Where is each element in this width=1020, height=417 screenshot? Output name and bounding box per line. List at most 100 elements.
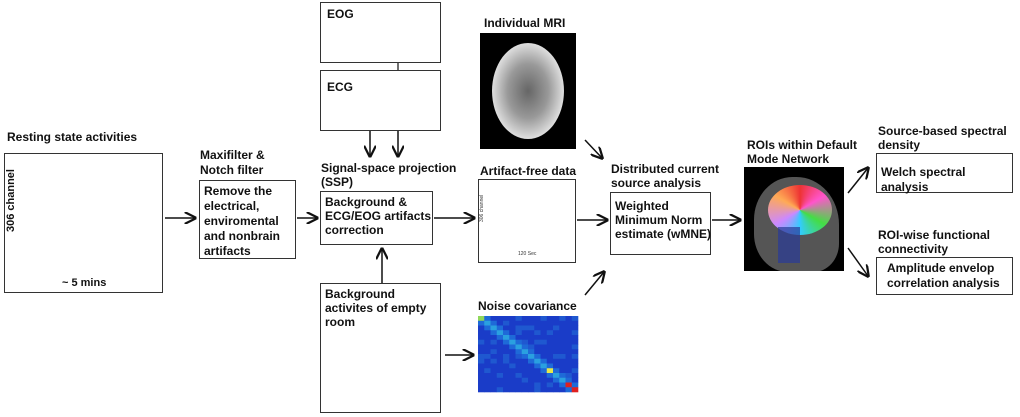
matrix-cell [478, 383, 485, 388]
matrix-cell [491, 359, 498, 364]
matrix-cell [572, 316, 579, 321]
matrix-cell [516, 364, 523, 369]
matrix-cell [572, 354, 579, 359]
matrix-cell [497, 354, 504, 359]
matrix-cell [509, 368, 516, 373]
matrix-cell [491, 383, 498, 388]
matrix-cell [516, 387, 523, 392]
matrix-cell [509, 316, 516, 321]
empty-room-title: Background activites of empty room [325, 287, 441, 329]
matrix-cell [516, 378, 523, 383]
matrix-cell [559, 373, 566, 378]
matrix-cell [522, 383, 529, 388]
matrix-cell [553, 340, 560, 345]
matrix-cell [534, 321, 541, 326]
matrix-cell [522, 373, 529, 378]
matrix-cell [484, 359, 491, 364]
artifact-free-xlabel: 120 Sec [518, 251, 536, 257]
matrix-cell [522, 387, 529, 392]
matrix-cell [509, 349, 516, 354]
matrix-cell [547, 359, 554, 364]
matrix-cell [497, 373, 504, 378]
matrix-cell [572, 359, 579, 364]
matrix-cell [516, 335, 523, 340]
matrix-cell [484, 349, 491, 354]
matrix-cell [491, 326, 498, 331]
matrix-cell [491, 364, 498, 369]
noise-title: Noise covariance [478, 299, 577, 314]
matrix-cell [516, 373, 523, 378]
matrix-cell [497, 359, 504, 364]
ssp-title: Signal-space projection (SSP) [321, 161, 476, 189]
matrix-cell [572, 326, 579, 331]
ecg-title: ECG [327, 80, 353, 95]
matrix-cell [516, 383, 523, 388]
matrix-cell [522, 340, 529, 345]
matrix-cell [484, 345, 491, 350]
matrix-cell [541, 383, 548, 388]
matrix-cell [553, 373, 560, 378]
matrix-cell [547, 349, 554, 354]
matrix-cell [566, 383, 573, 388]
matrix-cell [541, 368, 548, 373]
matrix-cell [516, 354, 523, 359]
matrix-cell [572, 330, 579, 335]
matrix-cell [534, 373, 541, 378]
matrix-cell [566, 321, 573, 326]
matrix-cell [566, 359, 573, 364]
matrix-cell [534, 354, 541, 359]
matrix-cell [522, 378, 529, 383]
matrix-cell [528, 330, 535, 335]
matrix-cell [522, 368, 529, 373]
matrix-cell [566, 373, 573, 378]
matrix-cell [478, 368, 485, 373]
matrix-cell [509, 359, 516, 364]
matrix-cell [572, 335, 579, 340]
resting-xlabel: ~ 5 mins [62, 276, 106, 291]
matrix-cell [516, 326, 523, 331]
matrix-cell [509, 345, 516, 350]
artifact-free-ylabel: 306 channel [479, 195, 485, 222]
matrix-cell [528, 345, 535, 350]
matrix-cell [497, 330, 504, 335]
matrix-cell [491, 387, 498, 392]
matrix-cell [491, 373, 498, 378]
matrix-cell [534, 330, 541, 335]
matrix-cell [541, 316, 548, 321]
matrix-cell [528, 368, 535, 373]
matrix-cell [547, 335, 554, 340]
spectral-text: Welch spectral analysis [881, 165, 1012, 195]
matrix-cell [553, 364, 560, 369]
eog-box: EOG [320, 2, 441, 63]
matrix-cell [528, 359, 535, 364]
matrix-cell [566, 330, 573, 335]
matrix-cell [497, 316, 504, 321]
matrix-cell [491, 354, 498, 359]
matrix-cell [528, 387, 535, 392]
matrix-cell [534, 387, 541, 392]
matrix-cell [516, 340, 523, 345]
matrix-cell [509, 321, 516, 326]
matrix-cell [528, 354, 535, 359]
matrix-cell [503, 316, 510, 321]
maxfilter-box: Remove the electrical, enviromental and … [199, 180, 296, 259]
matrix-cell [509, 364, 516, 369]
matrix-cell [503, 354, 510, 359]
matrix-cell [553, 368, 560, 373]
matrix-cell [566, 364, 573, 369]
matrix-cell [503, 345, 510, 350]
matrix-cell [534, 316, 541, 321]
matrix-cell [478, 364, 485, 369]
matrix-cell [566, 354, 573, 359]
matrix-cell [503, 349, 510, 354]
matrix-cell [572, 364, 579, 369]
matrix-cell [559, 326, 566, 331]
matrix-cell [509, 378, 516, 383]
matrix-cell [497, 383, 504, 388]
matrix-cell [559, 340, 566, 345]
matrix-cell [522, 354, 529, 359]
matrix-cell [534, 378, 541, 383]
matrix-cell [541, 340, 548, 345]
matrix-cell [547, 368, 554, 373]
